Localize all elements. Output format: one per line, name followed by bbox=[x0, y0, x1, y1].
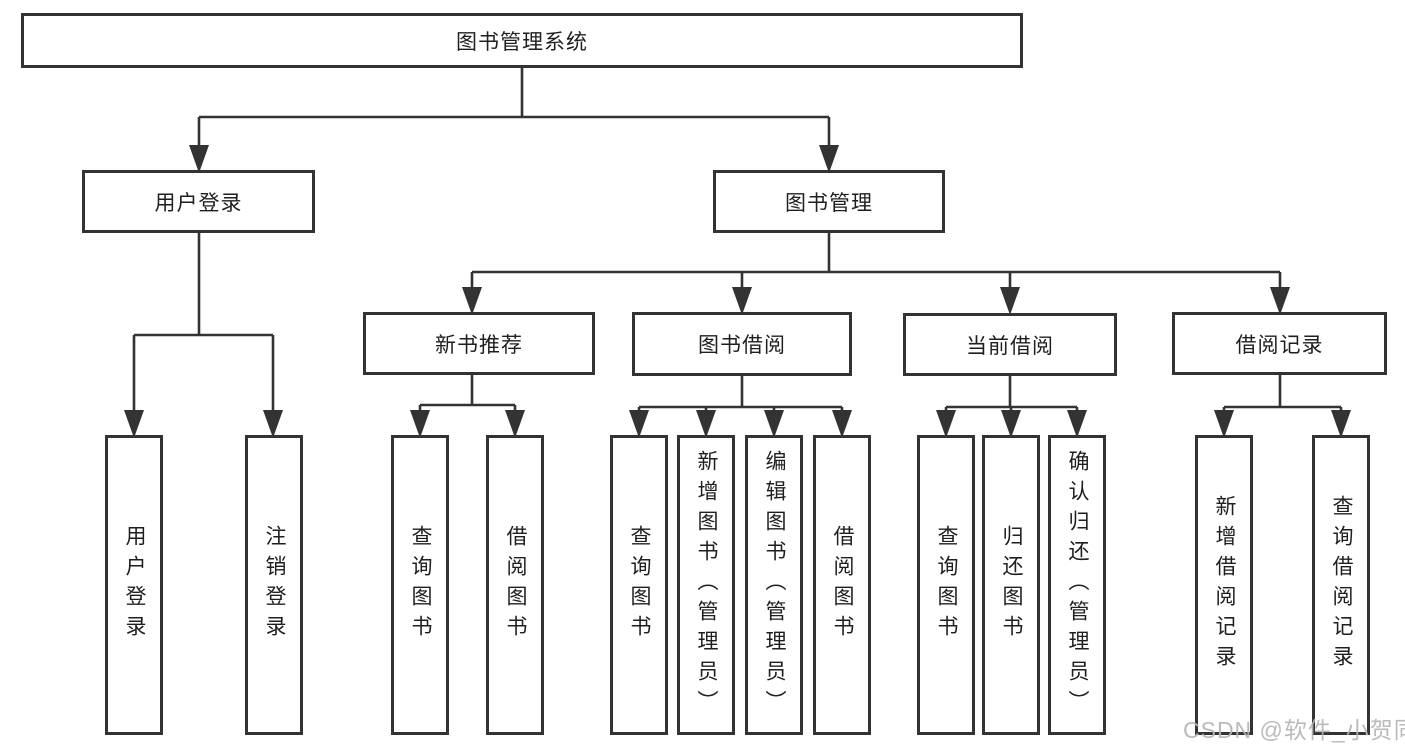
node-borrow-records: 借阅记录 bbox=[1172, 312, 1387, 375]
node-confirm-return-admin: 确认归还（管理员） bbox=[1048, 435, 1106, 735]
node-add-borrow-record: 新增借阅记录 bbox=[1195, 435, 1253, 735]
node-book-borrow: 图书借阅 bbox=[632, 312, 852, 376]
node-newbook-query-books: 查询图书 bbox=[391, 435, 449, 735]
node-label: 编辑图书（管理员） bbox=[763, 450, 786, 720]
node-borrow-query-books: 查询图书 bbox=[610, 435, 668, 735]
node-label: 借阅图书 bbox=[831, 525, 854, 645]
node-root: 图书管理系统 bbox=[21, 13, 1023, 68]
node-label: 图书管理系统 bbox=[456, 30, 588, 54]
node-label: 查询图书 bbox=[628, 525, 651, 645]
node-label: 图书借阅 bbox=[698, 334, 786, 357]
node-user-login: 用户登录 bbox=[82, 170, 315, 233]
node-label: 新书推荐 bbox=[435, 333, 523, 357]
node-add-books-admin: 新增图书（管理员） bbox=[677, 435, 735, 735]
node-logout: 注销登录 bbox=[245, 435, 303, 735]
node-label: 归还图书 bbox=[1000, 525, 1023, 645]
node-label: 图书管理 bbox=[785, 191, 873, 215]
node-newbook-borrow-books: 借阅图书 bbox=[486, 435, 544, 735]
node-label: 新增借阅记录 bbox=[1213, 495, 1236, 675]
node-label: 查询图书 bbox=[935, 525, 958, 645]
node-current-query-books: 查询图书 bbox=[917, 435, 975, 735]
node-label: 借阅记录 bbox=[1235, 333, 1324, 357]
node-label: 查询图书 bbox=[409, 525, 432, 645]
node-label: 新增图书（管理员） bbox=[695, 450, 718, 720]
node-book-management: 图书管理 bbox=[713, 170, 945, 233]
node-return-books: 归还图书 bbox=[982, 435, 1040, 735]
node-label: 注销登录 bbox=[263, 525, 286, 645]
node-label: 查询借阅记录 bbox=[1330, 495, 1353, 675]
node-current-borrow: 当前借阅 bbox=[903, 313, 1117, 376]
node-query-borrow-record: 查询借阅记录 bbox=[1312, 435, 1370, 735]
node-label: 确认归还（管理员） bbox=[1066, 450, 1089, 720]
watermark: CSDN @软件_小贺同学 bbox=[1183, 717, 1405, 743]
node-label: 用户登录 bbox=[123, 525, 146, 645]
node-edit-books-admin: 编辑图书（管理员） bbox=[745, 435, 803, 735]
node-label: 用户登录 bbox=[154, 191, 243, 215]
node-label: 借阅图书 bbox=[504, 525, 527, 645]
node-new-book-recommend: 新书推荐 bbox=[363, 312, 595, 375]
node-label: 当前借阅 bbox=[966, 334, 1054, 358]
node-user-login-leaf: 用户登录 bbox=[105, 435, 163, 735]
node-borrow-books: 借阅图书 bbox=[813, 435, 871, 735]
